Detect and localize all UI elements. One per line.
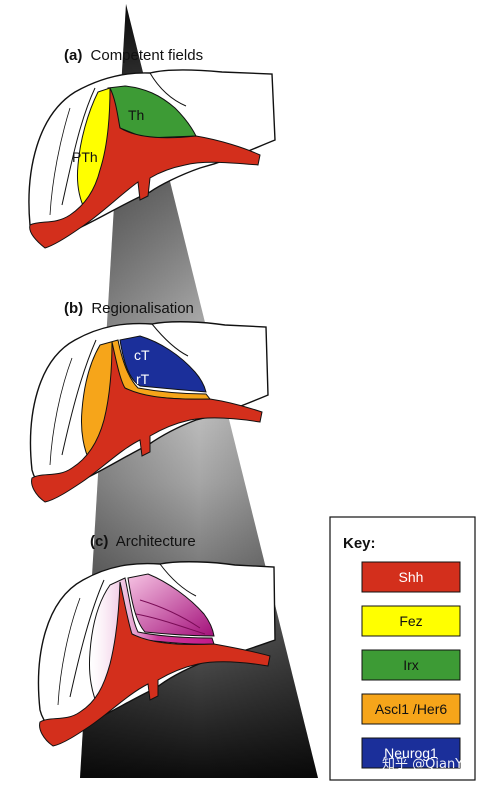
panel-a-boundary-line-2 (49, 107, 71, 216)
panel-c-boundary-line (69, 579, 105, 698)
panel-a-label-th: Th (128, 107, 144, 123)
panel-c: (c) Architecture (37, 533, 276, 747)
panel-b: (b) Regionalisation cT rT (29, 300, 269, 503)
key-swatch-irx (361, 649, 461, 681)
panel-a-boundary-line (61, 87, 96, 206)
panel-b-label-rt: rT (136, 371, 150, 387)
panel-b-title: (b) Regionalisation (64, 300, 194, 317)
key-swatch-fez (361, 605, 461, 637)
panel-c-sulcus-line (159, 563, 197, 597)
panel-c-layer-line (139, 599, 201, 629)
key-swatch-neurog1 (361, 737, 461, 769)
panel-b-neurog-region (119, 335, 207, 393)
key-label-shh: Shh (399, 569, 424, 585)
watermark: 知乎 @QianY (382, 756, 463, 772)
panel-a: (a) Competent fields Th PTh (28, 47, 276, 249)
panel-c-boundary-line-2 (57, 597, 81, 706)
panel-b-boundary-line-2 (49, 357, 73, 466)
panel-c-shh-region (39, 581, 271, 747)
panel-c-magenta-upper (127, 573, 215, 637)
panel-a-shh-region (29, 87, 261, 249)
panel-b-boundary-line (61, 339, 97, 456)
key-swatch-shh (361, 561, 461, 593)
panel-c-title: (c) Architecture (90, 533, 196, 550)
key-title: Key: (343, 535, 376, 552)
key-label-neurog1: Neurog1 (384, 745, 438, 761)
key-box (329, 516, 476, 781)
panel-a-label-pth: PTh (72, 149, 98, 165)
key-label-ascl1-her6: Ascl1 /Her6 (375, 701, 448, 717)
panel-c-layer-line-2 (135, 613, 206, 635)
panel-b-sulcus-line (151, 323, 189, 357)
key-label-fez: Fez (399, 613, 422, 629)
panel-a-title: (a) Competent fields (64, 47, 203, 64)
key-label-irx: Irx (403, 657, 419, 673)
key-swatch-ascl1-her6 (361, 693, 461, 725)
panel-a-sulcus-line (149, 72, 187, 107)
panel-b-label-ct: cT (134, 347, 150, 363)
panel-b-shh-region (31, 341, 263, 503)
